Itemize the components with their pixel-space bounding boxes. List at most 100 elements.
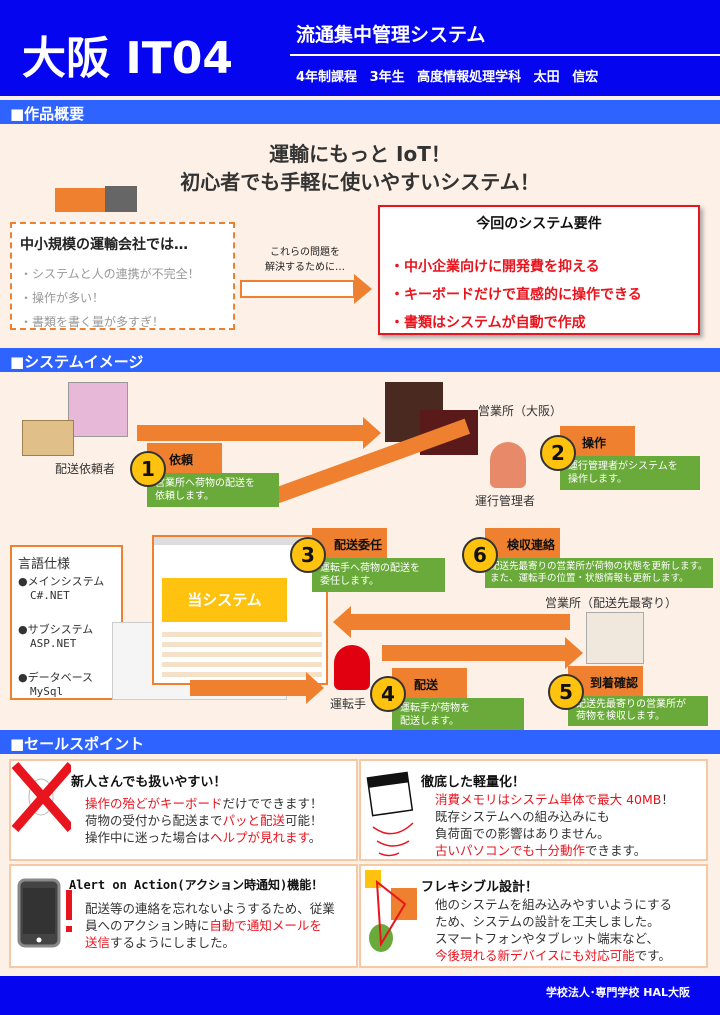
system-label: 当システム — [162, 578, 287, 622]
text-line: 今後現れる新デバイスにも対応可能です。 — [435, 947, 672, 964]
school-name: 学校法人･専門学校 HAL大阪 — [545, 986, 690, 999]
step-6-desc: 配送先最寄りの営業所が荷物の状態を更新します。 また、運転手の位置・状態情報も更… — [485, 558, 713, 588]
requirements-title: 今回のシステム要件 — [476, 216, 602, 232]
text-line: 員へのアクション時に自動で通知メールを — [85, 917, 335, 934]
falling-window-icon — [366, 771, 414, 857]
arrow-head-icon — [354, 274, 372, 304]
text: 他のシステムを組み込みやすいようにする — [435, 897, 673, 912]
arrow-icon — [382, 645, 567, 661]
actor-driver: 運転手 — [330, 697, 367, 711]
highlight-text: ヘルプが見れます — [210, 830, 309, 845]
highlight-text: 操作の殆どがキーボード — [85, 796, 223, 811]
requester-building-icon — [68, 382, 128, 437]
requirement-item: ・キーボードだけで直感的に操作できる — [390, 287, 642, 303]
step-3-title: 配送委任 — [312, 528, 387, 558]
arrow-head-icon — [333, 606, 351, 638]
requirement-item: ・中小企業向けに開発費を抑える — [390, 259, 600, 275]
requirements-list: ・中小企業向けに開発費を抑える ・キーボードだけで直感的に操作できる ・書類はシ… — [390, 253, 642, 337]
truck-cab-icon — [105, 186, 137, 212]
sales-point-title: Alert on Action(アクション時通知)機能！ — [69, 878, 324, 892]
step-2-desc: 運行管理者がシステムを 操作します。 — [560, 456, 700, 490]
actor-requester: 配送依頼者 — [55, 462, 116, 476]
highlight-text: 古いパソコンでも十分動作 — [435, 843, 586, 858]
actor-manager: 運行管理者 — [475, 494, 536, 508]
step-1-badge: 1 — [130, 451, 166, 487]
problem-item: ・書類を書く量が多すぎ！ — [20, 315, 165, 329]
footer: 学校法人･専門学校 HAL大阪 — [0, 976, 720, 1015]
office-near-icon — [586, 612, 644, 664]
cross-mouse-icon — [11, 762, 71, 832]
text: 可能！ — [285, 813, 323, 828]
section-system-image: ■システムイメージ — [0, 348, 720, 372]
text: 配送等の連絡を忘れないようするため、従業 — [85, 901, 335, 916]
step-6-badge: 6 — [462, 537, 498, 573]
section-sales-points: ■セールスポイント — [0, 730, 720, 754]
author-info: 4年制課程 3年生 高度情報処理学科 太田 信宏 — [296, 70, 599, 85]
text: ため、システムの設計を工夫しました。 — [435, 914, 660, 929]
sales-point-2: 徹底した軽量化！ 消費メモリはシステム単体で最大 40MB！既存システムへの組み… — [359, 759, 708, 861]
arrow-head-icon — [363, 417, 381, 449]
headline: 運輸にもっと IoT！ 初心者でも手軽に使いやすいシステム！ — [0, 140, 720, 196]
language-spec-title: 言語仕様 — [18, 557, 71, 572]
header: 大阪 IT04 流通集中管理システム 4年制課程 3年生 高度情報処理学科 太田… — [0, 0, 720, 96]
arrow-text: これらの問題を 解決するために… — [265, 247, 345, 273]
highlight-text: パッと配送 — [222, 813, 286, 828]
step-3-badge: 3 — [290, 537, 326, 573]
manager-person-icon — [490, 442, 526, 488]
smartphone-alert-icon — [17, 878, 72, 948]
divider — [290, 54, 720, 56]
text: スマートフォンやタブレット端末など、 — [435, 931, 660, 946]
problem-item: ・システムと人の連携が不完全！ — [20, 267, 200, 281]
text-line: 負荷面での影響はありません。 — [435, 825, 674, 842]
text-line: 荷物の受付から配送までパッと配送可能！ — [85, 812, 323, 829]
requirement-item: ・書類はシステムが自動で作成 — [390, 315, 586, 331]
package-icon — [22, 420, 74, 456]
requirements-box: 今回のシステム要件 ・中小企業向けに開発費を抑える ・キーボードだけで直感的に操… — [378, 205, 700, 335]
driver-person-icon — [334, 645, 370, 690]
section-overview: ■作品概要 — [0, 100, 720, 124]
lang-name: ●サブシステム — [18, 623, 94, 636]
step-4-desc: 運転手が荷物を 配送します。 — [392, 698, 524, 732]
highlight-text: 今後現れる新デバイスにも対応可能 — [435, 948, 635, 963]
highlight-text: 消費メモリはシステム単体で最大 40MB — [435, 792, 662, 807]
sales-point-4: フレキシブル設計！ 他のシステムを組み込みやすいようにするため、システムの設計を… — [359, 864, 708, 968]
headline-1: 運輸にもっと IoT！ — [269, 142, 451, 166]
problems-list: ・システムと人の連携が不完全！ ・操作が多い！ ・書類を書く量が多すぎ！ — [20, 262, 200, 334]
arrow-head-icon — [565, 637, 583, 669]
text-line: スマートフォンやタブレット端末など、 — [435, 930, 672, 947]
text-line: 操作中に迷った場合はヘルプが見れます。 — [85, 829, 323, 846]
sales-point-text: 他のシステムを組み込みやすいようにするため、システムの設計を工夫しました。スマー… — [435, 896, 672, 964]
logo: 大阪 IT04 — [22, 33, 233, 84]
lang-name: ●データベース — [18, 671, 94, 684]
arrow-right-icon — [240, 280, 355, 298]
sales-point-title: フレキシブル設計！ — [421, 880, 539, 895]
lang-value: C#.NET — [30, 589, 70, 602]
headline-2: 初心者でも手軽に使いやすいシステム！ — [180, 170, 540, 194]
arrow-icon — [350, 614, 570, 630]
truck-icon — [55, 188, 105, 212]
sales-point-text: 操作の殆どがキーボードだけでできます！荷物の受付から配送までパッと配送可能！操作… — [85, 795, 323, 846]
highlight-text: 送信 — [85, 935, 111, 950]
text: 負荷面での影響はありません。 — [435, 826, 610, 841]
step-1-desc: 営業所へ荷物の配送を 依頼します。 — [147, 473, 279, 507]
arrow-icon — [137, 425, 365, 441]
step-5-badge: 5 — [548, 674, 584, 710]
window-titlebar — [154, 537, 326, 545]
sales-point-3: Alert on Action(アクション時通知)機能！ 配送等の連絡を忘れない… — [9, 864, 358, 968]
sales-point-text: 消費メモリはシステム単体で最大 40MB！既存システムへの組み込みにも負荷面での… — [435, 791, 674, 859]
project-title: 流通集中管理システム — [296, 24, 486, 46]
arrow-head-icon — [306, 672, 324, 704]
text: 操作中に迷った場合は — [85, 830, 211, 845]
lang-value: MySql — [30, 685, 64, 698]
text-line: 操作の殆どがキーボードだけでできます！ — [85, 795, 323, 812]
step-2-badge: 2 — [540, 435, 576, 471]
text: するようにしました。 — [110, 935, 236, 950]
text: だけでできます！ — [222, 796, 323, 811]
problems-title: 中小規模の運輸会社では… — [20, 237, 188, 253]
flexible-shapes-icon — [365, 870, 417, 952]
lang-value: ASP.NET — [30, 637, 77, 650]
actor-office-osaka: 営業所（大阪） — [478, 404, 563, 418]
